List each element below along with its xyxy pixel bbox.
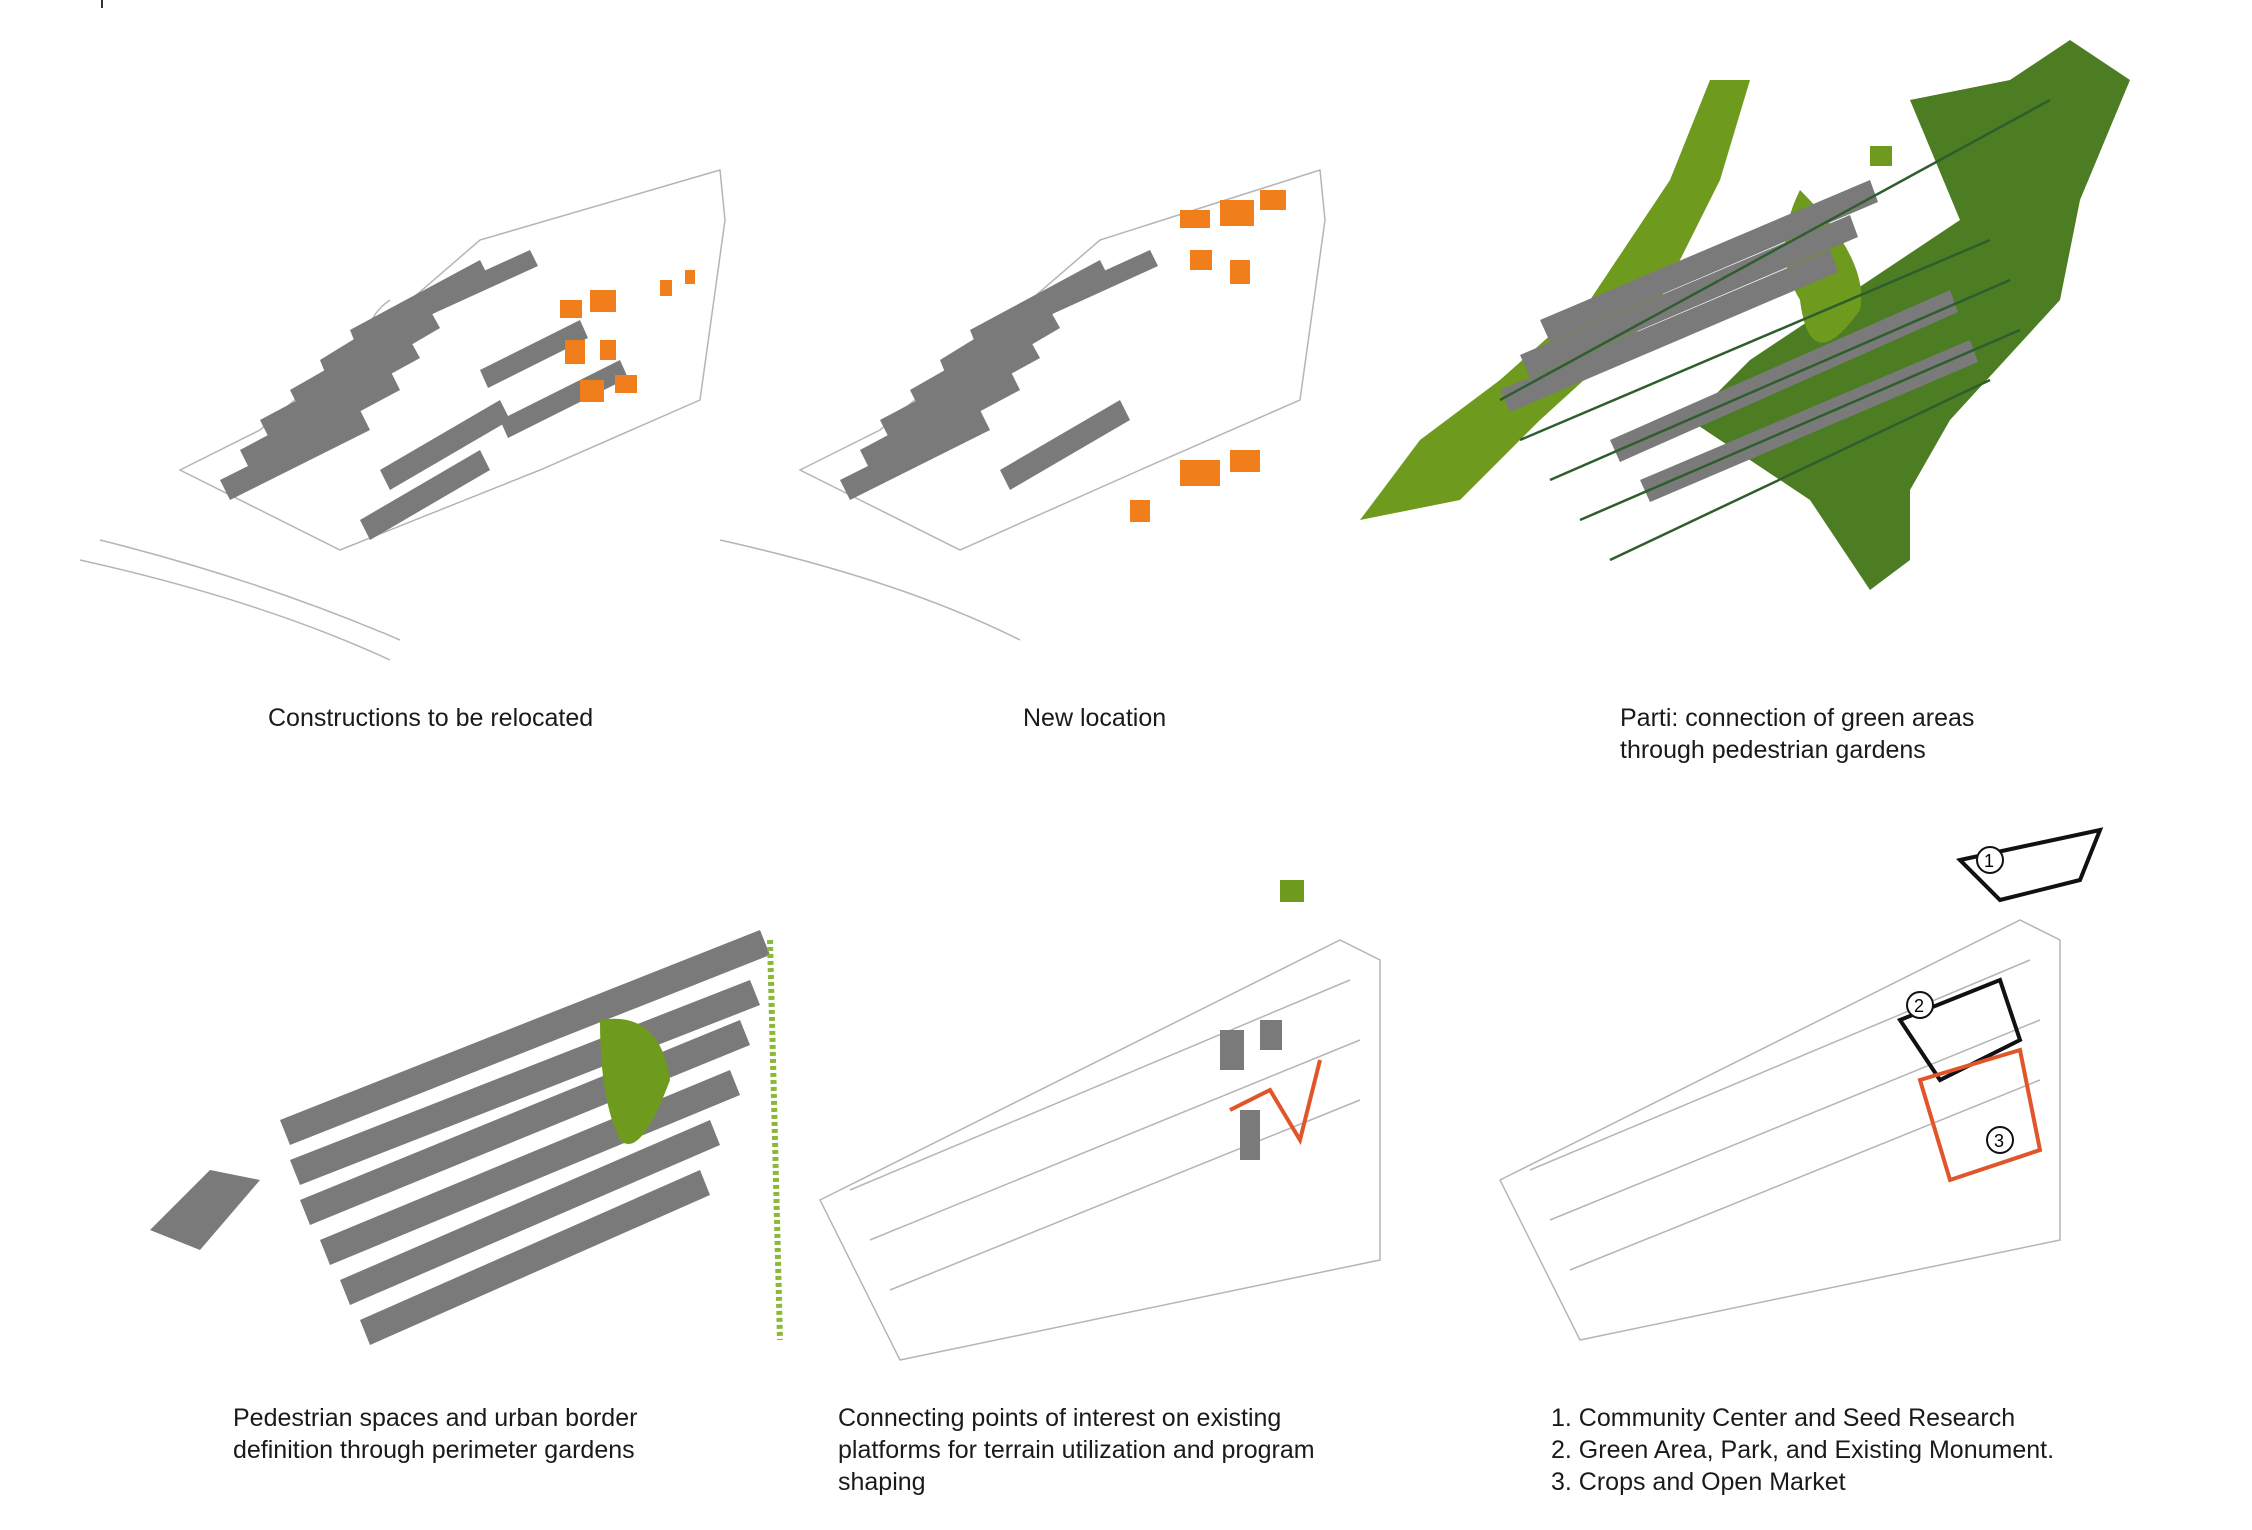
panel-perimeter-gardens <box>60 840 820 1400</box>
city-blocks <box>220 250 628 540</box>
caption-panel-2: New location <box>1023 704 1167 732</box>
platform-blocks <box>1220 1020 1282 1160</box>
zone-3-outline <box>1917 1047 2043 1183</box>
map-program: 1 2 3 <box>1498 827 2104 1341</box>
pedestrian-arrows <box>1499 98 2051 562</box>
caption-panel-6: 1. Community Center and Seed Research 2.… <box>1551 1404 2055 1496</box>
panel-program: 1 2 3 <box>1380 820 2140 1380</box>
zone-1-outline <box>1955 827 2104 903</box>
caption-panel-1: Constructions to be relocated <box>268 704 594 732</box>
connection-route <box>1229 1059 1322 1146</box>
site-outline <box>719 169 1326 641</box>
zone-2-outline <box>1896 977 2023 1083</box>
marker-3: 3 <box>1994 1131 2004 1151</box>
relocated-buildings <box>560 270 695 402</box>
panel-constructions-relocated <box>60 100 760 700</box>
map-parti <box>1360 40 2130 590</box>
marker-1: 1 <box>1984 851 1994 871</box>
green-spot <box>1280 880 1304 902</box>
marker-2: 2 <box>1914 996 1924 1016</box>
caption-panel-5: Connecting points of interest on existin… <box>838 1404 1315 1496</box>
caption-panel-3: Parti: connection of green areas through… <box>1620 704 1975 764</box>
central-park <box>600 1018 670 1144</box>
zone-markers <box>1906 846 2014 1154</box>
map-relocated <box>79 169 726 661</box>
map-new-location <box>719 169 1326 641</box>
corner-tick-mark <box>101 0 103 8</box>
perimeter-hedge <box>767 939 783 1341</box>
site-outline <box>1498 919 2061 1341</box>
site-outline <box>818 939 1381 1361</box>
panel-connecting-points <box>700 840 1460 1400</box>
panel-parti <box>1350 20 2200 680</box>
panel-new-location <box>700 100 1350 700</box>
city-blocks <box>150 930 770 1345</box>
caption-panel-4: Pedestrian spaces and urban border defin… <box>233 1404 638 1464</box>
site-outline <box>79 169 726 661</box>
map-perimeter-gardens <box>150 930 783 1345</box>
new-location-buildings <box>1130 190 1286 522</box>
city-blocks <box>840 250 1158 500</box>
green-areas <box>1360 40 2130 590</box>
map-connecting-points <box>818 880 1381 1361</box>
